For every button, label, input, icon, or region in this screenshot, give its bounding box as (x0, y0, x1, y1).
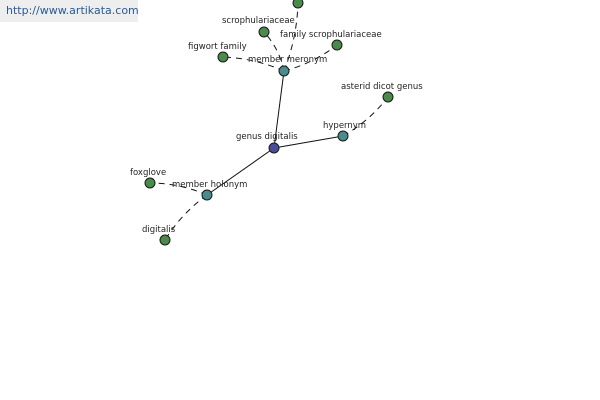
node-toptrunc[interactable] (292, 0, 304, 9)
node-label-figwort[interactable]: figwort family (188, 42, 247, 52)
edge-center-holonym (206, 147, 275, 196)
edge-meronym-toptrunc (283, 2, 299, 72)
node-label-hypernym[interactable]: hypernym (323, 121, 366, 131)
node-meronym[interactable] (278, 65, 290, 77)
node-figwort[interactable] (217, 51, 229, 63)
node-label-holonym[interactable]: member holonym (172, 180, 247, 190)
node-label-asterid[interactable]: asterid dicot genus (341, 82, 423, 92)
node-label-digitalis[interactable]: digitalis (142, 225, 176, 235)
node-center[interactable] (268, 142, 280, 154)
node-hypernym[interactable] (337, 130, 349, 142)
node-asterid[interactable] (382, 91, 394, 103)
nodes-layer (144, 0, 394, 246)
node-label-scroph[interactable]: scrophulariaceae (222, 16, 295, 26)
node-label-meronym[interactable]: member meronym (248, 55, 327, 65)
node-digitalis[interactable] (159, 234, 171, 246)
labels-layer: genus digitalis member meronym hypernym mem… (130, 16, 423, 235)
edge-center-meronym (273, 70, 285, 149)
node-famscroph[interactable] (331, 39, 343, 51)
node-label-foxglove[interactable]: foxglove (130, 168, 166, 178)
node-scroph[interactable] (258, 26, 270, 38)
watermark-url: http://www.artikata.com (0, 0, 139, 22)
node-holonym[interactable] (201, 189, 213, 201)
node-label-center[interactable]: genus digitalis (236, 132, 298, 142)
edge-center-hypernym (273, 135, 344, 149)
node-foxglove[interactable] (144, 177, 156, 189)
node-label-famscroph[interactable]: family scrophulariaceae (280, 30, 382, 40)
